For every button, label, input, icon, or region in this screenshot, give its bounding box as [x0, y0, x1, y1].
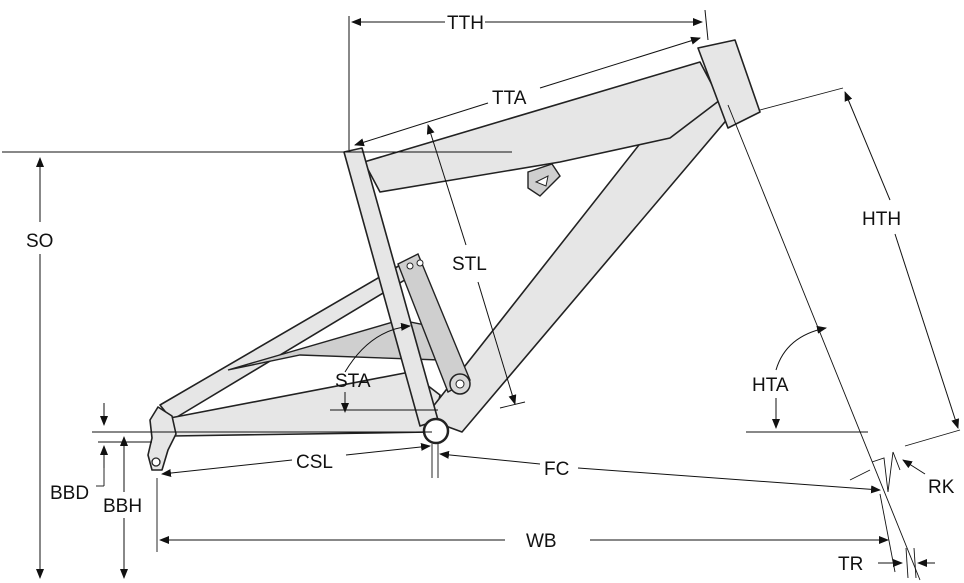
label-bbh: BBH: [103, 496, 142, 517]
steering-axis: [727, 104, 921, 581]
label-rk: RK: [928, 477, 955, 498]
label-csl: CSL: [296, 452, 333, 473]
label-tth: TTH: [447, 13, 484, 34]
rocker-link: [397, 253, 471, 393]
label-wb: WB: [526, 531, 557, 552]
label-fc: FC: [544, 459, 569, 480]
label-sta: STA: [335, 371, 371, 392]
label-hth: HTH: [862, 209, 901, 230]
label-stl: STL: [452, 254, 487, 275]
tta-line-right: [539, 36, 701, 89]
rear-axle: [151, 457, 161, 467]
dimension-labels: TTH TTA SO STL HTH STA HTA CSL FC BBD BB…: [26, 13, 955, 575]
label-so: SO: [26, 231, 53, 252]
rear-dropout: [147, 406, 177, 471]
label-hta: HTA: [752, 375, 789, 396]
bottom-bracket: [422, 417, 450, 445]
bike-frame: [147, 39, 761, 471]
top-tube: [363, 61, 721, 193]
label-tta: TTA: [492, 88, 527, 109]
label-tr: TR: [838, 554, 863, 575]
head-tube: [697, 39, 761, 129]
tta-line-left: [354, 102, 489, 147]
label-bbd: BBD: [50, 483, 89, 504]
dimension-lines: [2, 9, 961, 581]
